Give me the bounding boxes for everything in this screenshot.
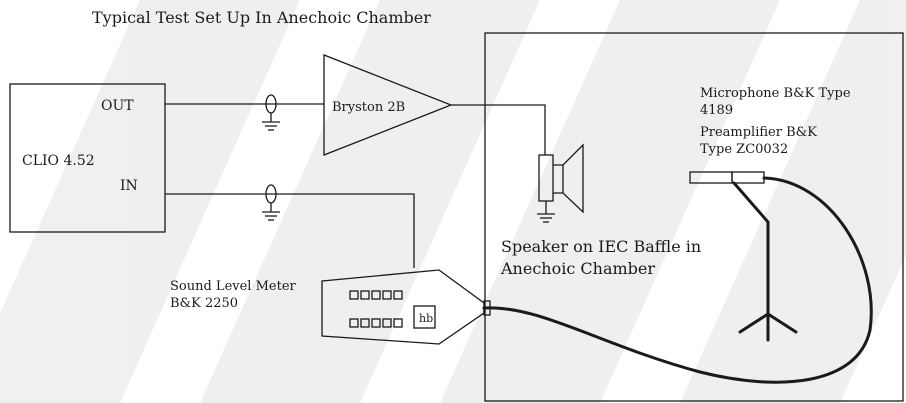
in-wire: [165, 193, 415, 268]
microphone-stand: [732, 181, 770, 316]
preamplifier-label-line1: Preamplifier B&K: [700, 125, 817, 140]
clio-box: [9, 83, 166, 233]
clio-in-label: IN: [120, 178, 138, 194]
amplifier-triangle: [323, 54, 453, 156]
microphone-label-line2: 4189: [700, 103, 733, 118]
meter-logo: hb: [419, 312, 433, 325]
sound-level-meter: hb: [321, 269, 491, 345]
ground-symbol-speaker: [537, 201, 555, 223]
microphone-label-line1: Microphone B&K Type: [700, 86, 851, 101]
amplifier-label: Bryston 2B: [332, 100, 405, 115]
clio-label: CLIO 4.52: [22, 153, 95, 169]
microphone-cable: [482, 176, 873, 384]
preamplifier-label-line2: Type ZC0032: [700, 142, 788, 157]
diagram-title: Typical Test Set Up In Anechoic Chamber: [92, 8, 431, 27]
ground-symbol-out: [262, 94, 280, 131]
anechoic-chamber-box: [484, 32, 904, 402]
amp-to-speaker-wire: [451, 104, 546, 155]
meter-label-line1: Sound Level Meter: [170, 279, 297, 294]
speaker-label-line1: Speaker on IEC Baffle in: [501, 237, 701, 256]
stand-tripod: [738, 312, 798, 342]
ground-symbol-in: [262, 184, 280, 221]
speaker-label-line2: Anechoic Chamber: [500, 259, 655, 278]
clio-out-label: OUT: [101, 98, 134, 114]
meter-label-line2: B&K 2250: [170, 296, 238, 311]
